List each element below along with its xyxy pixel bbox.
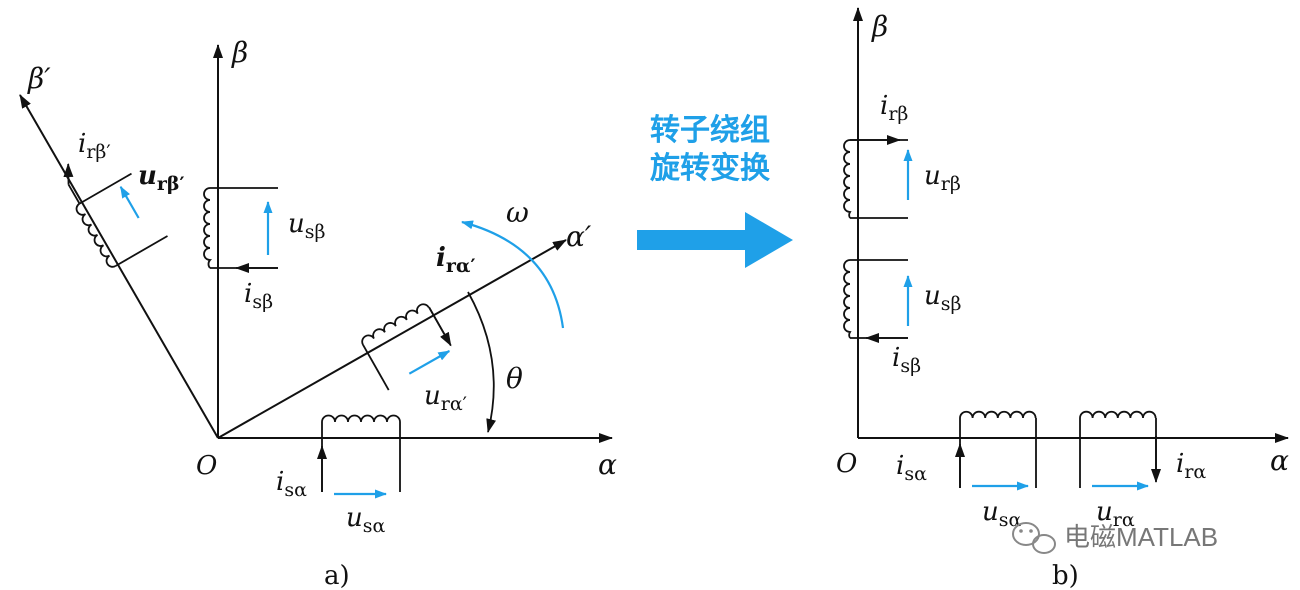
beta-axis-label-b: β [871, 10, 888, 43]
panel-a-caption: a) [324, 561, 350, 590]
stator-beta-coil [203, 187, 278, 273]
beta-prime-axis [19, 94, 219, 439]
i-sbeta-label-b: isβ [892, 343, 921, 377]
watermark: 电磁MATLAB [1012, 522, 1218, 554]
right-arrow-icon [637, 212, 793, 268]
i-ralpha-prime-label: irα′ [436, 243, 476, 277]
i-sbeta-label: isβ [244, 279, 273, 313]
panel-b-caption: b) [1052, 561, 1079, 590]
origin-label-b: O [836, 449, 857, 479]
panel-a: α β α′ β′ O θ ω usβ isβ isα usα [19, 36, 617, 590]
i-ralpha-label-b: irα [1176, 449, 1206, 483]
stator-alpha-coil-b [955, 410, 1037, 491]
u-ralpha-prime-label: urα′ [424, 381, 467, 415]
i-rbeta-prime-label: irβ′ [78, 129, 111, 163]
stator-beta-coil-b [843, 259, 913, 343]
transform-line-2: 旋转变换 [650, 151, 771, 186]
rotor-alpha-prime-coil [361, 303, 452, 391]
i-rbeta-label: irβ [880, 91, 908, 125]
transform-line-1: 转子绕组 [650, 113, 770, 148]
u-rbeta-label: urβ [924, 161, 961, 195]
i-salpha-label: isα [276, 467, 307, 501]
u-sbeta-label-b: usβ [924, 281, 962, 315]
u-salpha-label: usα [346, 503, 386, 537]
alpha-prime-axis [217, 239, 567, 439]
rotor-beta-prime-coil [63, 162, 168, 268]
panel-b: α β O irβ urβ usβ isβ isα usα [836, 7, 1289, 590]
transform-note: 转子绕组 旋转变换 [637, 113, 793, 268]
u-sbeta-label: usβ [288, 209, 326, 243]
omega-label: ω [506, 196, 529, 229]
u-ralpha-label-b: urα [1096, 497, 1135, 531]
rotor-alpha-coil-b [1079, 410, 1161, 491]
i-salpha-label-b: isα [896, 451, 927, 485]
alpha-axis-label-b: α [1270, 444, 1289, 477]
watermark-text: 电磁MATLAB [1064, 522, 1218, 552]
theta-label: θ [506, 362, 523, 395]
rotor-beta-coil [843, 135, 913, 219]
beta-prime-axis-label: β′ [27, 62, 51, 95]
origin-label: O [196, 451, 217, 481]
u-salpha-label-b: usα [982, 497, 1022, 531]
alpha-prime-axis-label: α′ [566, 220, 592, 253]
beta-axis-label: β [231, 36, 248, 69]
u-rbeta-prime-label: urβ′ [138, 161, 185, 195]
omega-arrow [461, 220, 565, 329]
stator-alpha-coil [317, 414, 401, 499]
wechat-icon [1012, 522, 1056, 554]
theta-arc [467, 291, 496, 433]
alpha-axis-label: α [598, 448, 617, 481]
